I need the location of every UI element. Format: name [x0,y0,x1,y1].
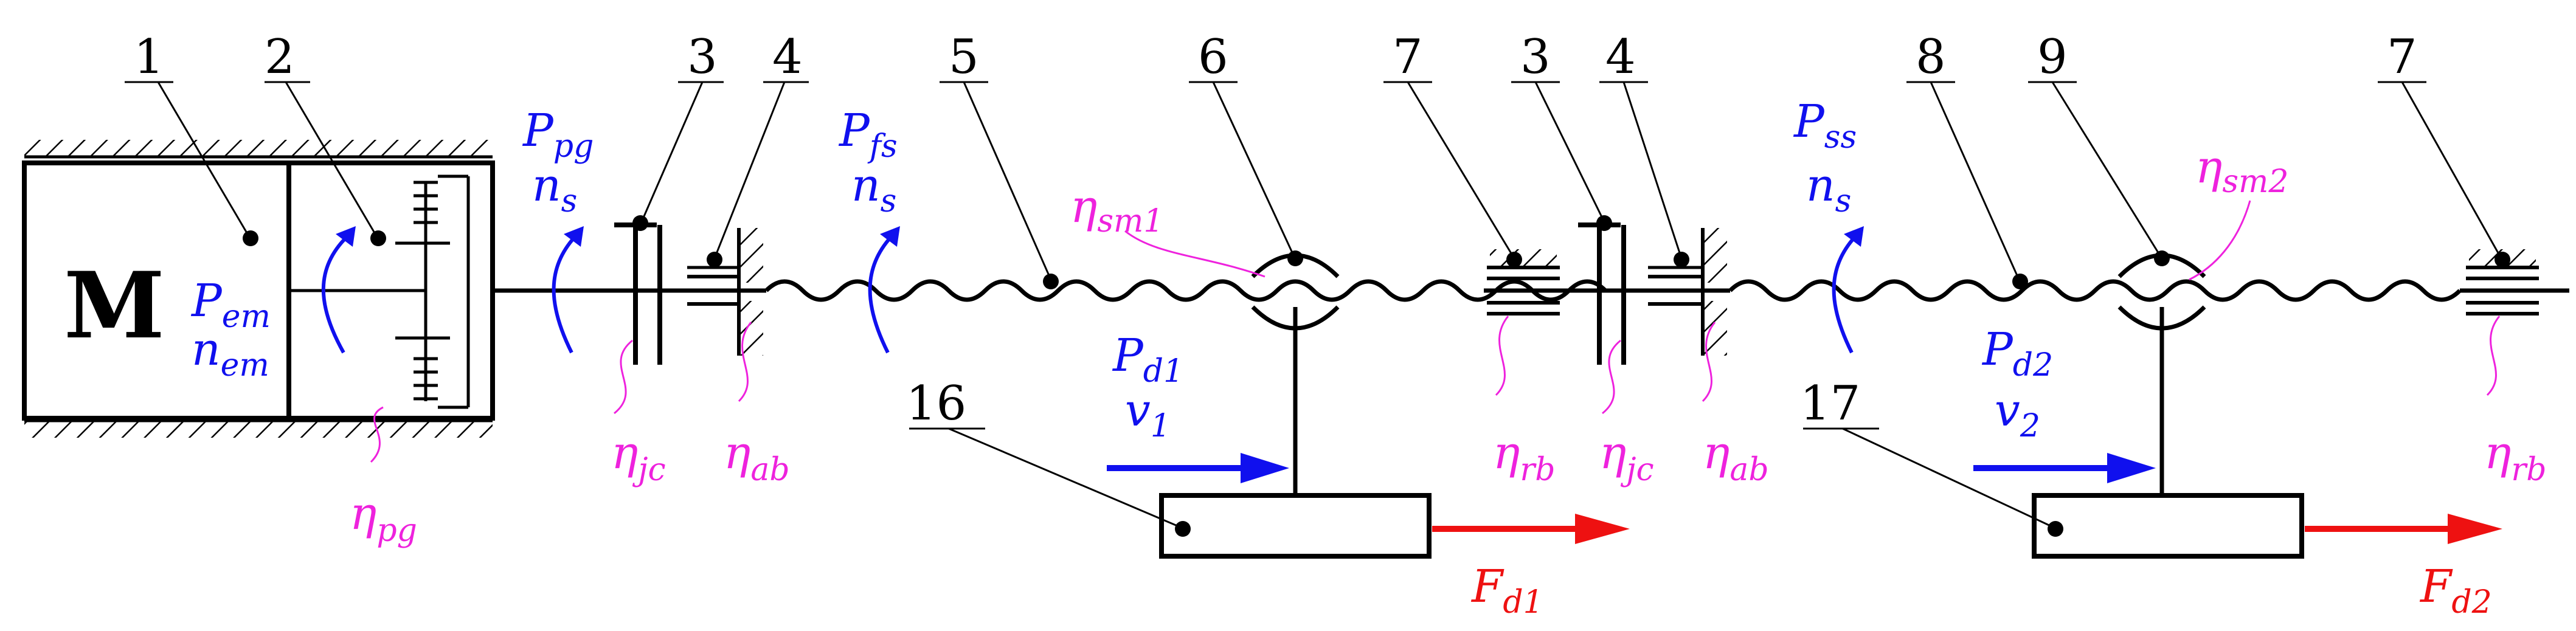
coupling-1-point [632,215,648,231]
callout-5: 5 [949,30,979,84]
label-p-d1: Pd1 [1112,329,1183,390]
label-eta-rb-2: ηrb [2484,427,2547,488]
screw-2-point [2012,274,2028,289]
carriage-17 [2032,493,2304,559]
screw-1-point [1043,274,1059,289]
callout-4b: 4 [1605,30,1636,84]
label-n-s-1: ns [532,159,577,219]
label-p-pg: Ppg [522,105,594,165]
jaw-coupling-1 [614,222,662,365]
label-eta-sm2: ηsm2 [2195,141,2288,200]
label-eta-sm1: ηsm1 [1070,181,1163,240]
gearbox-point [370,230,386,246]
angular-bearing-1-point [707,252,722,267]
coupling-2-point [1596,215,1612,231]
callout-8: 8 [1916,30,1946,84]
motor-ground-hatch-top [24,140,493,157]
label-f-d1: Fd1 [1470,560,1543,621]
callout-3a: 3 [687,30,718,84]
label-p-d2: Pd2 [1981,323,2053,384]
label-n-em: nem [192,323,269,384]
callout-1: 1 [134,30,164,84]
planetary-gear-symbol [289,174,470,409]
label-eta-pg: ηpg [350,488,417,549]
label-eta-ab-1: ηab [724,427,790,488]
label-eta-jc-1: ηjc [611,427,666,488]
velocity-arrow-1 [1107,453,1289,483]
nut-1-point [1287,250,1303,266]
carriage-16-point [1175,521,1191,537]
carriage-16 [1159,493,1432,559]
rotation-arrows [321,235,1857,354]
label-f-d2: Fd2 [2419,560,2492,621]
rotation-arrowheads [336,226,1864,247]
callout-leaders [125,81,2502,529]
callout-2: 2 [265,30,295,84]
label-p-fs: Pfs [838,105,898,165]
radial-bearing-2-point [2495,252,2510,267]
label-n-s-2: ns [851,159,896,219]
nut-2-point [2154,250,2170,266]
callout-9: 9 [2037,30,2068,84]
callout-3b: 3 [1520,30,1551,84]
label-v-2: v2 [1995,384,2040,444]
callout-4a: 4 [772,30,803,84]
label-n-s-3: ns [1806,159,1851,219]
efficiency-leaders [370,200,2501,463]
screw-shaft-1 [764,279,1607,302]
angular-bearing-2-point [1674,252,1689,267]
callout-6: 6 [1198,30,1228,84]
callout-16: 16 [906,376,966,431]
label-eta-rb-1: ηrb [1493,427,1556,488]
motor-point [243,230,258,246]
screw-shaft-2 [1728,279,2462,302]
ball-nut-1 [1251,253,1340,495]
force-arrow-1 [1432,514,1630,544]
radial-bearing-1 [1487,249,1560,316]
force-arrow-2 [2305,514,2502,544]
label-p-ss: Pss [1793,95,1857,156]
carriage-17-point [2048,521,2063,537]
callout-17: 17 [1800,376,1860,431]
callout-7b: 7 [2387,30,2417,84]
label-p-em: Pem [190,275,271,335]
radial-bearing-1-point [1506,252,1522,267]
label-eta-jc-2: ηjc [1599,427,1654,488]
velocity-arrow-2 [1973,453,2156,483]
callout-7a: 7 [1393,30,1423,84]
motor-ground-hatch-bottom [24,421,493,438]
label-eta-ab-2: ηab [1703,427,1769,488]
motor-symbol: M [64,252,165,359]
label-v-1: v1 [1125,384,1171,444]
